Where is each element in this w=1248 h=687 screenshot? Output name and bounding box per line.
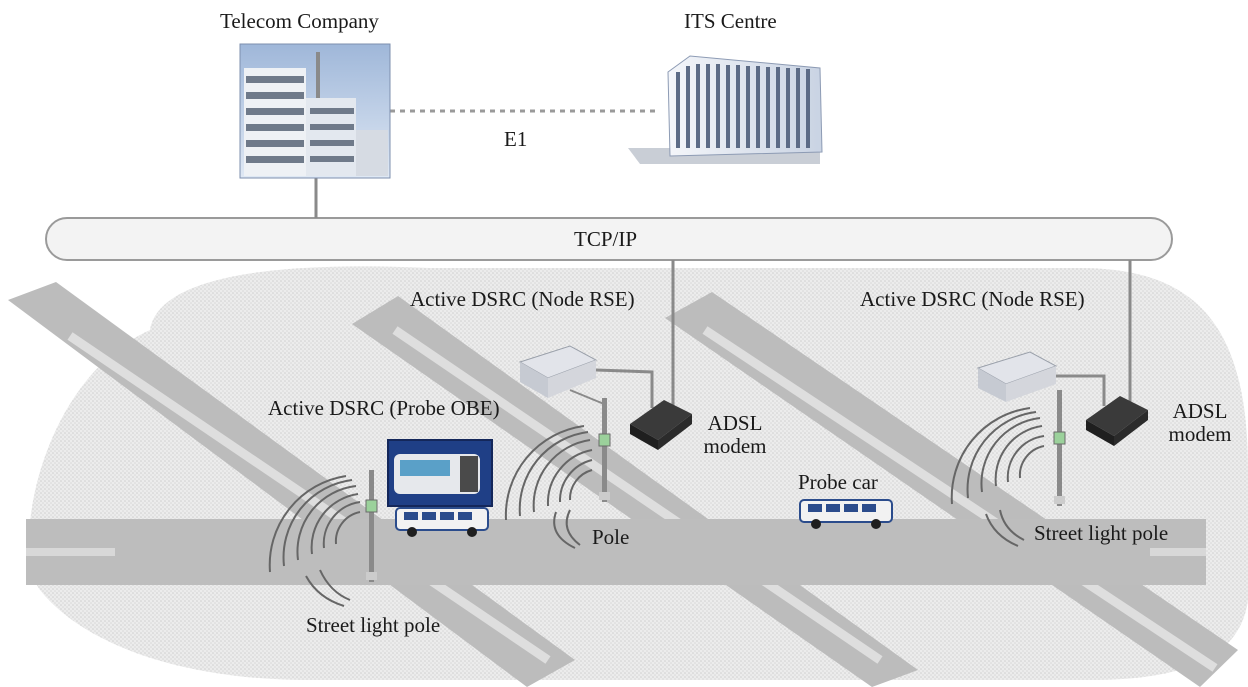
street-light-pole-label: Street light pole — [1034, 521, 1169, 545]
pole-icon — [365, 470, 378, 582]
adsl-modem-label: ADSL modem — [1162, 399, 1238, 447]
tcp-ip-label: TCP/IP — [574, 227, 638, 251]
adsl-modem-label-line1: ADSL — [707, 411, 763, 435]
its-centre-label: ITS Centre — [684, 9, 777, 33]
active-dsrc-node-rse-label: Active DSRC (Node RSE) — [410, 287, 635, 311]
pole-icon — [598, 398, 611, 502]
radio-wave-icon — [504, 425, 593, 549]
telecom-building-icon — [239, 43, 391, 179]
its-centre-building-icon — [628, 55, 823, 164]
road-diagonal-left — [8, 282, 575, 687]
tcp-ip-bus — [45, 217, 1173, 261]
radio-wave-icon — [950, 407, 1045, 547]
adsl-modem-icon — [630, 400, 692, 450]
node-rse-icon — [976, 351, 1058, 402]
adsl-modem-icon — [1086, 396, 1148, 446]
active-dsrc-probe-obe-label: Active DSRC (Probe OBE) — [268, 396, 500, 420]
adsl-modem-label-line2: modem — [1168, 422, 1232, 447]
active-dsrc-node-rse-label: Active DSRC (Node RSE) — [860, 287, 1085, 311]
rse1-to-modem-cable — [595, 368, 654, 408]
telecom-company-label: Telecom Company — [220, 9, 379, 33]
rse2-to-modem-cable — [1056, 374, 1106, 406]
pole-icon — [1053, 390, 1066, 506]
road-diagonal-middle — [352, 296, 918, 687]
rse1-to-pole-cable — [569, 389, 605, 405]
radio-wave-icon — [268, 475, 361, 607]
adsl-modem-label-line1: ADSL — [1172, 399, 1228, 423]
pole-label: Pole — [592, 525, 630, 549]
adsl-modem-label: ADSL modem — [700, 411, 770, 459]
e1-label: E1 — [504, 127, 528, 151]
street-light-pole-label: Street light pole — [306, 613, 441, 637]
probe-car-icon — [395, 507, 489, 537]
probe-car-label: Probe car — [798, 470, 878, 494]
probe-obe-icon — [387, 439, 493, 507]
probe-car-icon — [799, 499, 893, 529]
adsl-modem-label-line2: modem — [703, 434, 767, 459]
node-rse-icon — [518, 345, 598, 398]
